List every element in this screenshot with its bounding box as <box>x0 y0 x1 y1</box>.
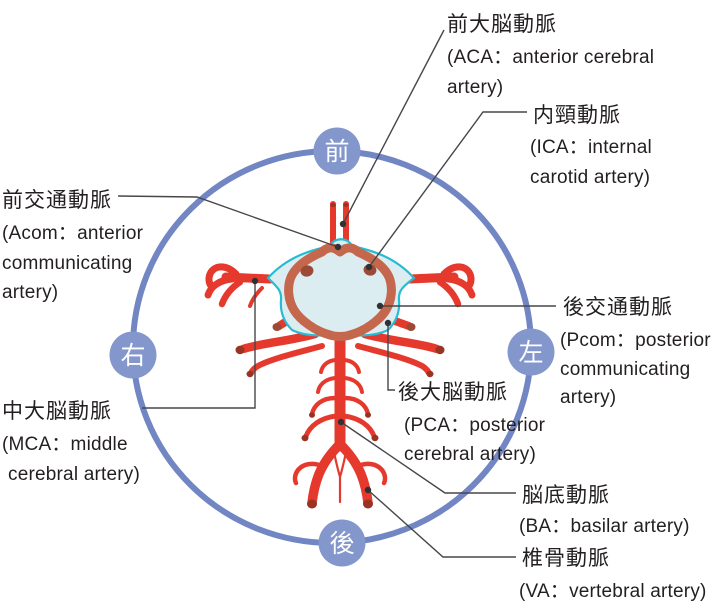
left-badge <box>507 328 555 376</box>
leader-dot-ica <box>365 263 373 271</box>
anterior-spinal-artery <box>332 450 348 504</box>
label-pcom-en2: communicating <box>560 359 690 380</box>
label-mca-en1: (MCA：middle <box>2 434 128 455</box>
sca-left-artery <box>248 343 325 376</box>
pca-left-cut-end <box>235 345 245 355</box>
label-aca-jp: 前大脳動脈 <box>447 13 557 36</box>
leader-acom <box>117 195 339 248</box>
label-pca-jp: 後大脳動脈 <box>398 381 508 404</box>
label-mca-jp: 中大脳動脈 <box>2 400 112 423</box>
pica-left-artery <box>292 461 325 486</box>
labels: 前大脳動脈 (ACA：anterior cerebral artery) 内頸動… <box>2 13 711 602</box>
label-va-en1: (VA：vertebral artery) <box>519 581 707 602</box>
leader-dot-aca <box>339 220 347 228</box>
aca-left-cut-end <box>330 203 336 207</box>
label-acom-en2: communicating <box>2 253 132 274</box>
pontine-branch <box>343 358 361 374</box>
vertebral-left-cut-end <box>307 499 317 509</box>
label-acom-en1: (Acom：anterior <box>2 223 144 244</box>
sca-left-cut-end <box>246 370 254 378</box>
leader-dot-va <box>364 486 372 494</box>
leader-dot-mca <box>251 277 259 285</box>
vertebral-right-artery <box>335 439 373 508</box>
orientation-badges: 前 右 左 後 <box>109 127 555 567</box>
label-ica-en1: (ICA：internal <box>530 137 652 158</box>
label-pca-en2: cerebral artery) <box>404 444 536 465</box>
branch-cut-end <box>309 412 315 418</box>
right-badge-label: 右 <box>120 342 145 370</box>
ica-left-cut-end <box>300 265 314 277</box>
label-ica-en2: carotid artery) <box>530 167 650 188</box>
mca-right-branch-2 <box>444 275 476 299</box>
aca-right-cut-end <box>343 203 349 207</box>
pontine-branch <box>309 395 338 417</box>
leader-aca <box>342 29 445 225</box>
pontine-branch <box>343 376 364 394</box>
vertebral-right-cut-end <box>363 499 373 509</box>
pca-right-cut-end <box>435 345 445 355</box>
aica-right-artery <box>341 413 377 439</box>
branch-cut-end <box>365 412 371 418</box>
mca-right-branch-3 <box>436 278 462 308</box>
label-aca-en2: artery) <box>447 77 503 98</box>
pica-right-artery <box>355 461 388 486</box>
mca-left-branch-3 <box>218 278 244 308</box>
pontine-branch <box>342 395 371 417</box>
mca-left-branch-1 <box>205 263 240 291</box>
leader-pca <box>387 323 395 391</box>
label-va-jp: 椎骨動脈 <box>522 547 610 570</box>
label-ba-jp: 脳底動脈 <box>522 484 610 507</box>
label-pcom-en3: artery) <box>560 387 616 408</box>
label-acom-en3: artery) <box>2 282 58 303</box>
leader-dot-acom <box>334 243 342 251</box>
mca-left-branch-2 <box>204 275 236 299</box>
pontine-branch <box>319 358 337 374</box>
pcom-right-cut-end <box>406 323 416 331</box>
front-badge <box>313 127 361 175</box>
label-aca-en1: (ACA：anterior cerebral <box>447 47 654 68</box>
leader-lines <box>117 29 556 558</box>
label-ica-jp: 内頸動脈 <box>533 104 621 127</box>
pcom-left-cut-end <box>272 323 282 331</box>
aica-right-cut-end <box>371 434 379 442</box>
leader-dot-pca <box>384 319 392 327</box>
leader-ba <box>340 421 516 494</box>
label-pcom-jp: 後交通動脈 <box>563 296 673 319</box>
leader-dot-pcom <box>376 302 384 310</box>
aica-left-cut-end <box>301 434 309 442</box>
back-badge <box>318 519 366 567</box>
leader-ica <box>368 111 527 268</box>
back-badge-label: 後 <box>329 530 354 558</box>
leader-dot-ba <box>337 418 345 426</box>
pca-right-artery <box>360 329 442 354</box>
right-badge <box>109 331 157 379</box>
label-ba-en1: (BA：basilar artery) <box>519 516 690 537</box>
label-acom-jp: 前交通動脈 <box>2 189 112 212</box>
sca-right-cut-end <box>426 370 434 378</box>
pontine-branch <box>316 376 337 394</box>
left-badge-label: 左 <box>518 339 543 367</box>
leader-va <box>367 489 516 558</box>
sca-right-artery <box>355 343 432 376</box>
pca-left-artery <box>238 329 320 354</box>
label-mca-en2: cerebral artery) <box>8 464 140 485</box>
mca-right-branch-1 <box>440 263 475 291</box>
willis-arterial-ring <box>284 243 396 341</box>
leader-mca <box>142 282 256 409</box>
label-pca-en1: (PCA：posterior <box>404 415 546 436</box>
aica-left-artery <box>303 413 339 439</box>
left-spur-artery <box>248 286 264 308</box>
label-pcom-en1: (Pcom：posterior <box>560 330 711 351</box>
vertebral-left-artery <box>307 439 345 508</box>
front-badge-label: 前 <box>324 138 349 166</box>
